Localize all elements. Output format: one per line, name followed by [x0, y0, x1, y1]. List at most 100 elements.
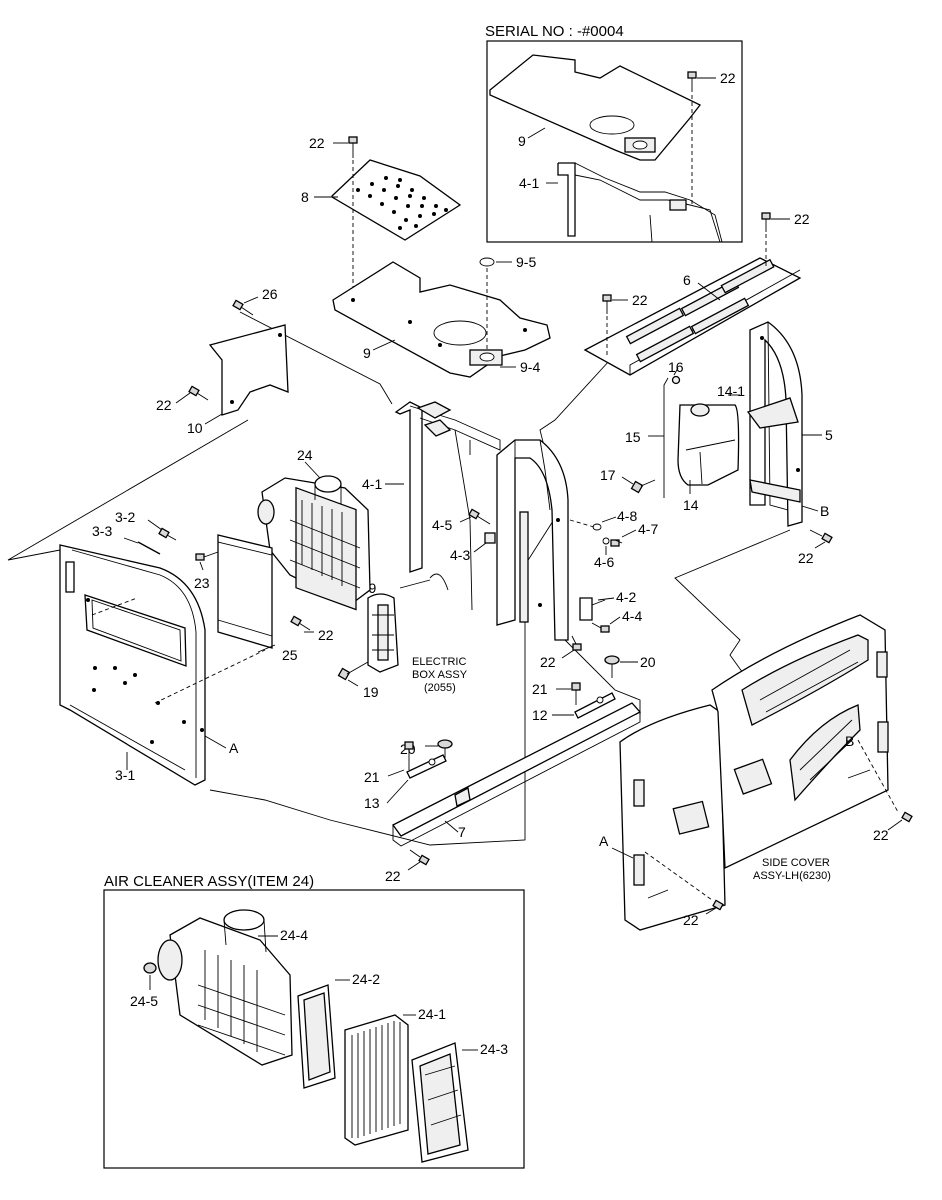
label-22-e: 22 [798, 550, 814, 566]
label-9-5: 9-5 [516, 254, 536, 270]
label-8: 8 [301, 189, 309, 205]
bolt-icon [630, 479, 656, 494]
bolt-icon [571, 682, 581, 705]
part-3-3-strip [137, 541, 161, 555]
part-4-1-frame [394, 401, 501, 611]
part-4-8-washer [592, 523, 602, 531]
label-7: 7 [458, 824, 466, 840]
label-22-h: 22 [385, 868, 401, 884]
part-7-rail [392, 702, 642, 847]
label-4-7: 4-7 [638, 521, 658, 537]
part-24-4-housing [157, 909, 293, 1066]
bolt-icon [195, 551, 219, 561]
bolt-icon [437, 739, 453, 758]
label-10: 10 [187, 420, 203, 436]
bolt-icon [610, 539, 623, 547]
label-23: 23 [194, 575, 210, 591]
note-electric-1: ELECTRIC [412, 656, 466, 668]
label-inset-9: 9 [518, 133, 526, 149]
label-24-5: 24-5 [130, 993, 158, 1009]
note-side-cover-1: SIDE COVER [762, 857, 830, 869]
bolt-icon [143, 962, 157, 974]
bolt-icon [337, 661, 369, 681]
part-12-hinge [574, 692, 616, 719]
label-24-3: 24-3 [480, 1041, 508, 1057]
label-4-1: 4-1 [362, 476, 382, 492]
label-12: 12 [532, 707, 548, 723]
bolt-icon [901, 811, 913, 823]
label-A-1: A [229, 740, 239, 756]
label-24-1: 24-1 [418, 1006, 446, 1022]
part-24-3-cover [411, 1042, 469, 1163]
label-3-1: 3-1 [115, 767, 135, 783]
bolt-icon [712, 899, 724, 911]
note-electric-2: BOX ASSY [412, 669, 468, 681]
label-20-a: 20 [640, 654, 656, 670]
label-13: 13 [364, 795, 380, 811]
serial-inset-frame [486, 40, 743, 243]
label-B-2: B [845, 733, 854, 749]
label-A-2: A [599, 833, 609, 849]
bolt-icon [604, 655, 620, 678]
part-10-side-plate [208, 324, 289, 416]
label-14-1: 14-1 [717, 383, 745, 399]
label-4-8: 4-8 [617, 508, 637, 524]
part-9-5-grommet [479, 257, 495, 267]
label-24-2: 24-2 [352, 971, 380, 987]
label-5: 5 [825, 427, 833, 443]
label-9-4: 9-4 [520, 359, 540, 375]
label-B-1: B [820, 503, 829, 519]
part-5-right-post [746, 321, 803, 527]
inset-frame [557, 162, 723, 243]
part-15-hose [663, 377, 669, 498]
label-22-i: 22 [873, 827, 889, 843]
label-inset-22: 22 [720, 70, 736, 86]
label-26: 26 [262, 286, 278, 302]
label-9: 9 [363, 345, 371, 361]
label-22-g: 22 [540, 654, 556, 670]
label-24: 24 [297, 447, 313, 463]
label-4-2: 4-2 [616, 589, 636, 605]
label-22-a: 22 [309, 135, 325, 151]
bolt-icon [188, 385, 209, 401]
part-4-3-side-post [496, 439, 569, 641]
label-22-d: 22 [156, 397, 172, 413]
part-4-3-clip [484, 532, 496, 544]
bolt-icon [761, 212, 771, 232]
label-3-2: 3-2 [115, 509, 135, 525]
inset-floor-plate [489, 54, 702, 161]
label-22-b: 22 [632, 292, 648, 308]
bolt-icon [232, 299, 254, 316]
air-cleaner-inset: AIR CLEANER ASSY(ITEM 24) 24-4 24-5 24-2 [103, 873, 525, 1169]
serial-inset: SERIAL NO : -#0004 22 9 4-1 [485, 23, 743, 243]
side-cover-assembly [619, 614, 889, 931]
label-17: 17 [600, 467, 616, 483]
part-6-top-bracket [583, 257, 802, 376]
label-25: 25 [282, 647, 298, 663]
label-16: 16 [668, 359, 684, 375]
label-24-4: 24-4 [280, 927, 308, 943]
label-22-c: 22 [794, 211, 810, 227]
part-14-reservoir-tank [677, 403, 740, 486]
note-side-cover-2: ASSY-LH(6230) [753, 870, 831, 882]
bolt-icon [809, 529, 833, 544]
label-22-j: 22 [683, 912, 699, 928]
part-25-bracket [217, 534, 273, 649]
bolt-icon [158, 527, 177, 541]
bolt-icon [591, 622, 610, 633]
part-13-hinge [406, 754, 447, 779]
label-14: 14 [683, 497, 699, 513]
bolt-icon [404, 741, 414, 770]
label-22-f: 22 [318, 627, 334, 643]
label-19: 19 [363, 684, 379, 700]
label-inset-4-1: 4-1 [519, 175, 539, 191]
part-9-floor-plate [332, 261, 551, 378]
air-cleaner-inset-title: AIR CLEANER ASSY(ITEM 24) [104, 873, 314, 890]
label-4-5: 4-5 [432, 517, 452, 533]
part-4-9-cable [429, 573, 449, 591]
label-4-3: 4-3 [450, 547, 470, 563]
label-15: 15 [625, 429, 641, 445]
part-8-cover-plate [331, 159, 462, 241]
part-3-1-left-panel [59, 544, 206, 786]
